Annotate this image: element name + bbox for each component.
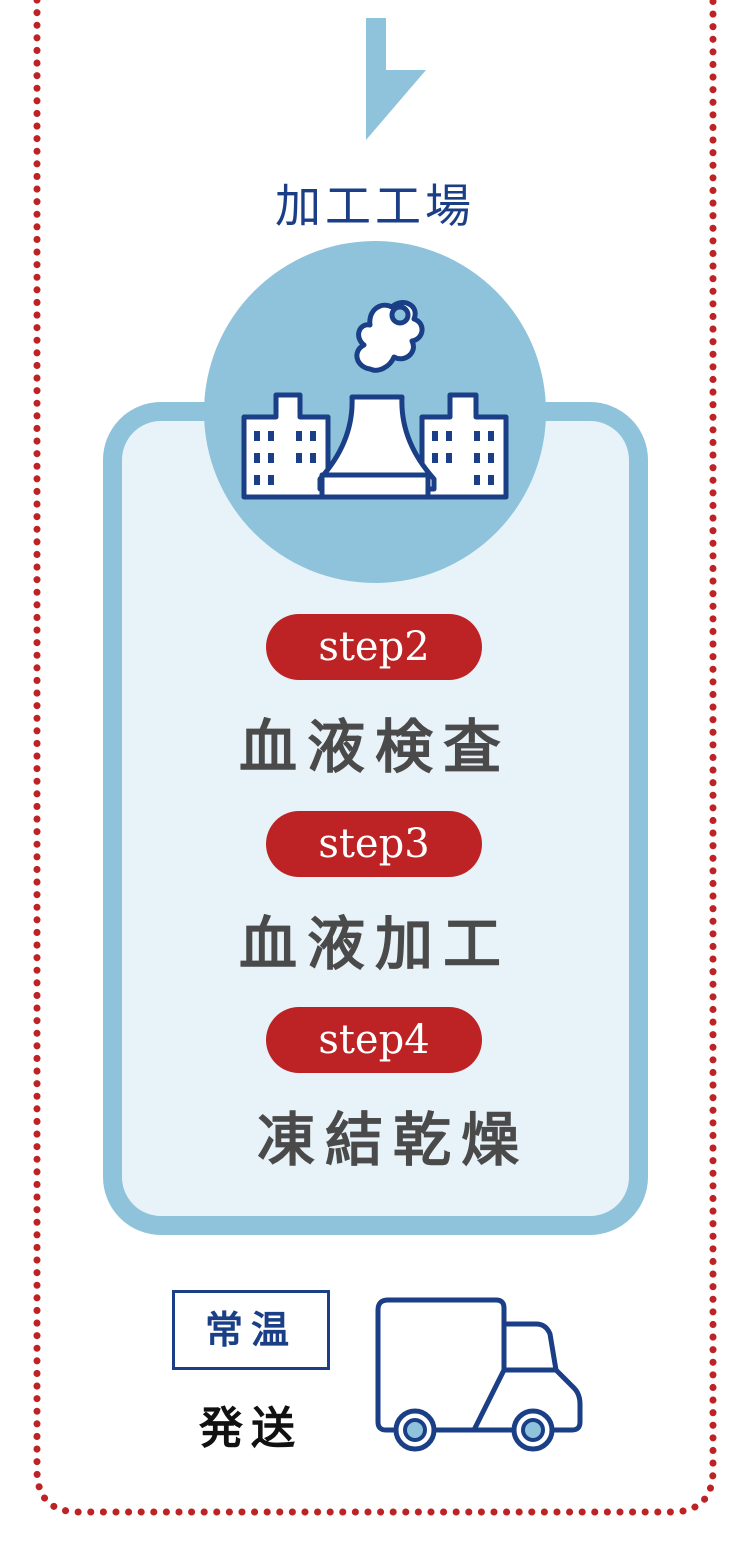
step3-title: 血液加工 bbox=[238, 910, 511, 978]
step2-badge: step2 bbox=[266, 614, 482, 680]
truck-icon bbox=[375, 1297, 583, 1452]
shipping-label: 発送 bbox=[199, 1403, 303, 1454]
factory-icon-circle bbox=[204, 241, 546, 583]
step4-badge: step4 bbox=[266, 1007, 482, 1073]
temperature-badge: 常温 bbox=[172, 1290, 330, 1370]
factory-icon bbox=[241, 300, 509, 500]
step2-title: 血液検査 bbox=[238, 713, 511, 781]
factory-label: 加工工場 bbox=[275, 179, 475, 233]
step3-badge: step3 bbox=[266, 811, 482, 877]
arrow-down-icon bbox=[366, 18, 426, 140]
step4-title: 凍結乾燥 bbox=[256, 1106, 529, 1174]
